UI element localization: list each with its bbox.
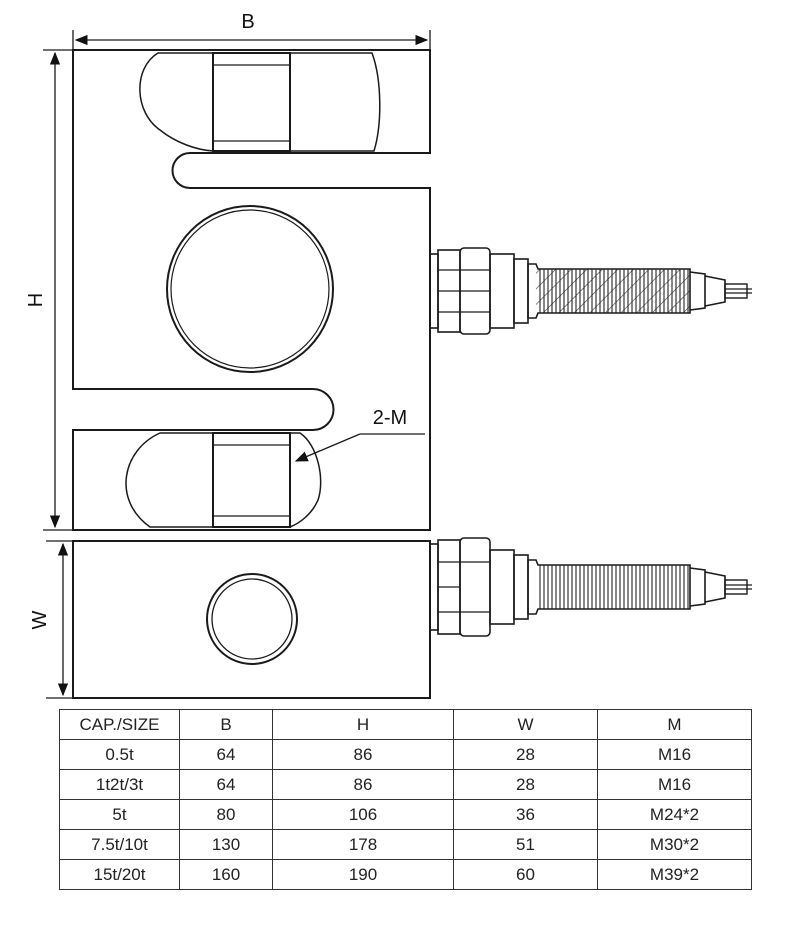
cell-h: 106 <box>272 799 454 830</box>
cell-h: 190 <box>272 859 454 890</box>
thread-callout-leader <box>294 433 425 462</box>
table-row: 5t 80 106 36 M24*2 <box>59 799 752 830</box>
bottom-thread-section <box>125 432 322 529</box>
side-view-body <box>72 540 431 699</box>
cell-w: 51 <box>453 829 598 860</box>
cell-w: 36 <box>453 799 598 830</box>
dimension-b <box>72 30 431 50</box>
cell-m: M16 <box>597 769 752 800</box>
cell-b: 160 <box>179 859 273 890</box>
table-row: 7.5t/10t 130 178 51 M30*2 <box>59 829 752 860</box>
thread-callout-label: 2-M <box>373 407 407 429</box>
cell-b: 130 <box>179 829 273 860</box>
table-row: 1t2t/3t 64 86 28 M16 <box>59 769 752 800</box>
header-h: H <box>272 709 454 740</box>
header-m: M <box>597 709 752 740</box>
load-cell-drawing: B H W 2-M <box>25 11 752 699</box>
cell-h: 86 <box>272 769 454 800</box>
dimension-b-label: B <box>241 11 254 33</box>
s-beam-body <box>72 49 431 531</box>
dimension-w-label: W <box>29 610 51 629</box>
cell-h: 86 <box>272 739 454 770</box>
cell-m: M16 <box>597 739 752 770</box>
dimension-h <box>43 49 73 531</box>
cell-w: 28 <box>453 769 598 800</box>
dimension-h-label: H <box>25 293 47 307</box>
table-row: 0.5t 64 86 28 M16 <box>59 739 752 770</box>
cable-gland-side <box>429 537 752 637</box>
cell-w: 60 <box>453 859 598 890</box>
table-header-row: CAP./SIZE B H W M <box>59 709 752 740</box>
dimension-w <box>46 540 73 699</box>
cell-b: 80 <box>179 799 273 830</box>
cell-m: M30*2 <box>597 829 752 860</box>
cell-m: M24*2 <box>597 799 752 830</box>
top-thread-section <box>139 52 381 152</box>
cell-capacity: 5t <box>59 799 180 830</box>
cable-gland-top <box>429 247 752 335</box>
gauge-pocket <box>166 205 334 373</box>
cell-capacity: 1t2t/3t <box>59 769 180 800</box>
table-row: 15t/20t 160 190 60 M39*2 <box>59 859 752 890</box>
header-w: W <box>453 709 598 740</box>
cell-h: 178 <box>272 829 454 860</box>
cell-w: 28 <box>453 739 598 770</box>
cell-m: M39*2 <box>597 859 752 890</box>
header-b: B <box>179 709 273 740</box>
cell-capacity: 7.5t/10t <box>59 829 180 860</box>
cell-b: 64 <box>179 739 273 770</box>
spec-table: CAP./SIZE B H W M 0.5t 64 86 28 M16 1t2t… <box>59 709 752 890</box>
header-cap-size: CAP./SIZE <box>59 709 180 740</box>
cell-capacity: 0.5t <box>59 739 180 770</box>
cell-b: 64 <box>179 769 273 800</box>
cell-capacity: 15t/20t <box>59 859 180 890</box>
